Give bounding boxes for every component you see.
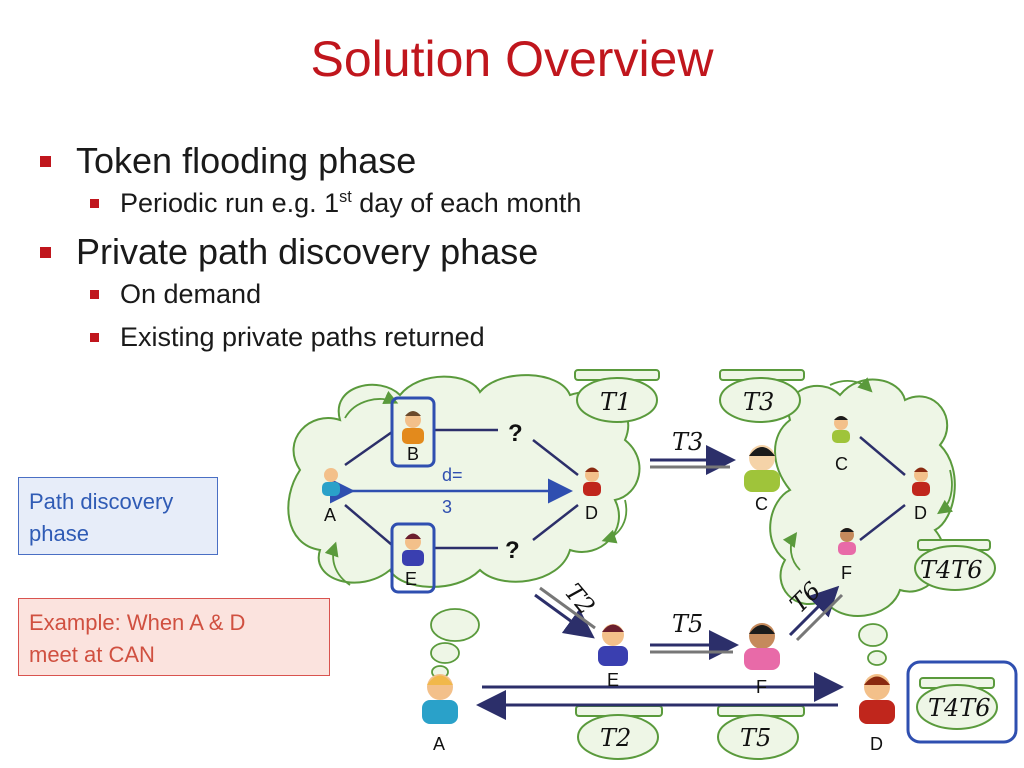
token-t2-diagonal: T2 — [559, 578, 601, 620]
person-icon-f-large — [744, 623, 780, 670]
unknown-path-bottom: ? — [505, 537, 520, 564]
bullet-token-flooding: Token flooding phase — [38, 140, 738, 182]
thought-bubbles-right — [858, 623, 888, 666]
transfer-arrows — [476, 445, 844, 720]
node-label-d-right: D — [914, 503, 927, 523]
highlight-box-b — [390, 396, 436, 468]
node-label-c-large: C — [755, 494, 768, 514]
person-icon-a-large — [422, 674, 458, 724]
person-icon-d-small — [583, 467, 601, 496]
person-icon-c-small — [832, 416, 850, 443]
bullet-marker — [90, 290, 99, 299]
token-t2-bubble: T2 — [600, 724, 631, 752]
highlight-box-e — [390, 522, 436, 594]
node-label-b: B — [407, 444, 419, 464]
bullet-marker — [40, 156, 51, 167]
subbullet-on-demand: On demand — [38, 279, 738, 310]
node-label-e-large: E — [607, 670, 619, 690]
person-icon-f-small — [838, 528, 856, 555]
node-label-f-large: F — [756, 677, 767, 697]
example-callout-edge — [306, 598, 330, 676]
distance-value: 3 — [442, 497, 452, 517]
slide-title: Solution Overview — [310, 31, 714, 87]
bullet-private-path: Private path discovery phase — [38, 231, 738, 273]
token-t3-arrow: T3 — [672, 428, 703, 456]
bullet-list: Token flooding phase Periodic run e.g. 1… — [38, 140, 738, 365]
token-t4t6-d: T4T6 — [928, 694, 991, 722]
node-label-a-small: A — [324, 505, 336, 525]
token-t3-bubble: T3 — [743, 388, 774, 416]
highlight-box-d-tokens — [906, 660, 1018, 744]
left-cloud-links — [344, 428, 579, 550]
token-t5-arrow: T5 — [672, 610, 703, 638]
path-discovery-callout: Path discovery phase — [18, 477, 218, 555]
person-icon-a-small — [322, 468, 340, 496]
unknown-path-top: ? — [508, 420, 523, 447]
person-icon-d-large — [859, 674, 895, 724]
thought-bubbles-left — [430, 608, 480, 679]
bullet-marker — [90, 199, 99, 208]
example-callout: Example: When A & D meet at CAN — [18, 598, 308, 676]
subbullet-periodic-run: Periodic run e.g. 1st day of each month — [38, 188, 738, 219]
node-label-a-large: A — [433, 734, 445, 754]
node-label-d-large: D — [870, 734, 883, 754]
person-icon-d-right — [912, 467, 930, 496]
person-icon-c-large — [744, 445, 780, 492]
distance-label: d= — [442, 465, 463, 485]
person-icon-b — [402, 411, 424, 444]
person-icon-e-large — [598, 624, 628, 666]
token-t1: T1 — [600, 388, 631, 416]
node-label-d-small: D — [585, 503, 598, 523]
bullet-marker — [40, 247, 51, 258]
token-bubbles — [574, 369, 998, 760]
token-t4t6-cloud: T4T6 — [920, 556, 983, 584]
token-t5-bubble: T5 — [740, 724, 771, 752]
node-label-f-small: F — [841, 563, 852, 583]
bullet-marker — [90, 333, 99, 342]
right-cloud-links — [859, 436, 906, 541]
node-label-e: E — [405, 569, 417, 589]
node-label-c-small: C — [835, 454, 848, 474]
person-icon-e — [402, 533, 424, 566]
subbullet-existing-paths: Existing private paths returned — [38, 322, 738, 353]
